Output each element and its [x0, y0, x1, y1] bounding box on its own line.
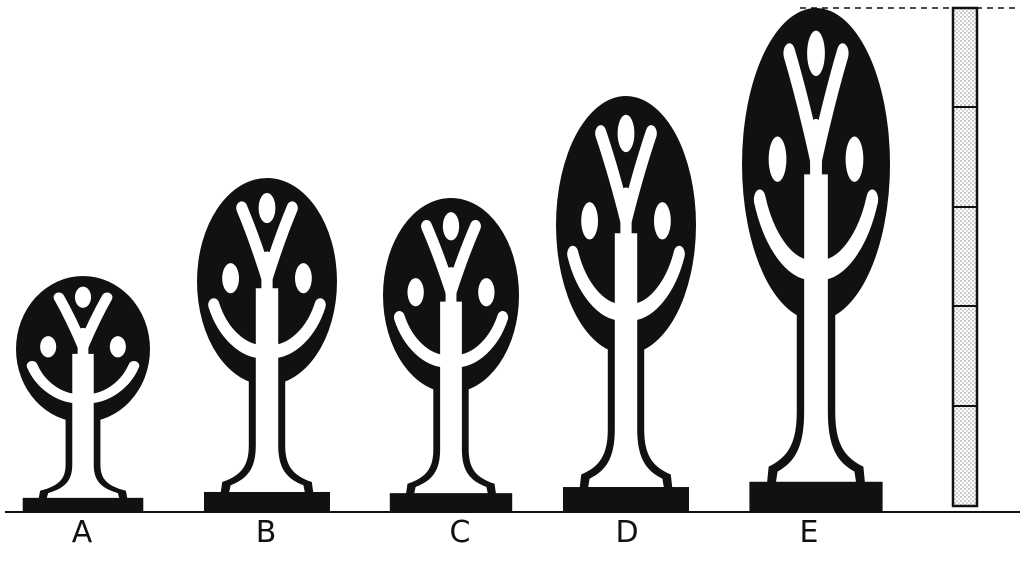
tree-label-b: B	[246, 515, 286, 551]
tree-b	[197, 178, 337, 512]
tree-label-d: D	[607, 515, 647, 551]
tree-a	[16, 276, 150, 512]
tree-label-e: E	[789, 515, 829, 551]
tree-e	[742, 8, 890, 512]
measuring-ruler	[953, 8, 977, 506]
tree-label-c: C	[440, 515, 480, 551]
tree-label-a: A	[62, 515, 102, 551]
tree-d	[556, 96, 696, 512]
tree-c	[383, 198, 519, 512]
